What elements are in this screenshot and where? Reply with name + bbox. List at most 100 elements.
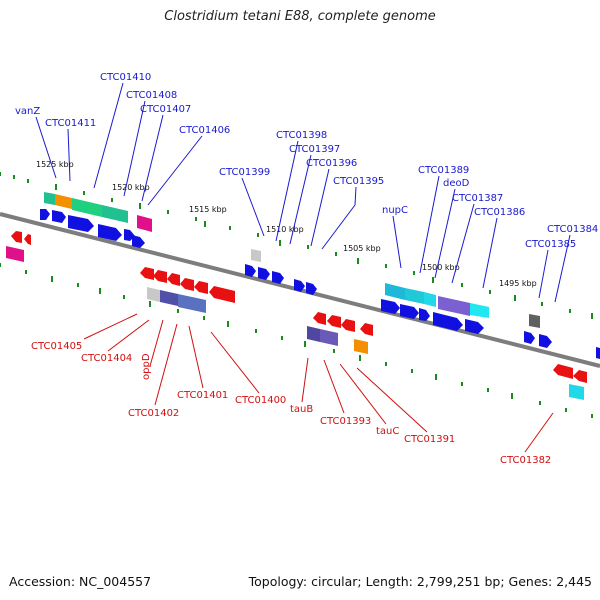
- upper-feature-boxes: [44, 192, 540, 328]
- gene-arrow: [153, 270, 167, 283]
- feature-box: [178, 294, 206, 313]
- gene-arrow: [400, 304, 419, 319]
- leader-line: [323, 359, 345, 414]
- gene-arrow: [294, 279, 305, 292]
- gene-arrow: [313, 312, 326, 325]
- lower-feature-boxes: [6, 246, 584, 400]
- feature-box: [72, 198, 102, 217]
- scale-label: 1510 kbp: [266, 225, 304, 234]
- gene-label-CTC01382: CTC01382: [500, 455, 551, 466]
- gene-label-CTC01399: CTC01399: [219, 167, 270, 178]
- gene-arrow: [573, 370, 587, 383]
- gene-label-CTC01401: CTC01401: [177, 390, 228, 401]
- gene-label-CTC01391: CTC01391: [404, 434, 455, 445]
- gene-arrow: [52, 210, 66, 223]
- genome-summary: Topology: circular; Length: 2,799,251 bp…: [248, 574, 592, 589]
- feature-box: [320, 329, 338, 346]
- gene-arrow: [524, 331, 535, 344]
- gene-label-CTC01393: CTC01393: [320, 416, 371, 427]
- scale-label: 1495 kbp: [499, 279, 537, 288]
- feature-box: [529, 314, 540, 328]
- gene-arrow: [98, 224, 122, 241]
- gene-label-CTC01408: CTC01408: [126, 90, 177, 101]
- leader-line: [275, 140, 299, 242]
- leader-line: [524, 412, 554, 453]
- upper-scale-ticks: [0, 172, 593, 319]
- gene-label-CTC01404: CTC01404: [81, 353, 132, 364]
- gene-arrow: [381, 299, 400, 314]
- feature-box: [405, 288, 424, 304]
- scale-label: 1515 kbp: [189, 205, 227, 214]
- leader-line: [154, 323, 178, 406]
- gene-label-tauB: tauB: [290, 404, 313, 415]
- feature-box: [307, 326, 320, 342]
- gene-label-CTC01402: CTC01402: [128, 408, 179, 419]
- gene-label-CTC01407: CTC01407: [140, 104, 191, 115]
- leader-line: [93, 82, 124, 189]
- feature-box: [354, 339, 368, 354]
- feature-box: [55, 194, 72, 209]
- lower-gene-labels: CTC01405 CTC01404 oppD CTC01402 CTC01401…: [31, 341, 551, 466]
- feature-box: [251, 249, 261, 262]
- gene-label-CTC01384: CTC01384: [547, 224, 598, 235]
- scale-label: 1505 kbp: [343, 244, 381, 253]
- page-title: Clostridium tetani E88, complete genome: [164, 9, 436, 24]
- gene-label-CTC01395: CTC01395: [333, 176, 384, 187]
- leader-line: [141, 114, 164, 202]
- gene-arrow: [132, 235, 145, 248]
- gene-label-CTC01405: CTC01405: [31, 341, 82, 352]
- feature-box: [137, 215, 152, 232]
- leader-line: [210, 331, 260, 394]
- leader-line: [83, 313, 138, 340]
- gene-label-CTC01389: CTC01389: [418, 165, 469, 176]
- gene-label-CTC01387: CTC01387: [452, 193, 503, 204]
- gene-label-CTC01398: CTC01398: [276, 130, 327, 141]
- feature-box: [44, 192, 55, 205]
- accession-label: Accession: NC_004557: [9, 574, 152, 589]
- gene-arrow: [11, 231, 22, 243]
- gene-arrow: [140, 267, 154, 280]
- leader-line: [35, 116, 57, 179]
- gene-label-tauC: tauC: [376, 426, 399, 437]
- gene-label-CTC01406: CTC01406: [179, 125, 230, 136]
- leader-line: [241, 177, 265, 237]
- leader-line: [354, 186, 357, 206]
- leader-line: [339, 363, 387, 425]
- reverse-gene-arrows: [11, 231, 587, 383]
- lower-leader-lines: [83, 313, 554, 453]
- leader-line: [434, 188, 456, 279]
- gene-arrow: [341, 319, 355, 332]
- scale-label: 1520 kbp: [112, 183, 150, 192]
- scale-label: 1525 kbp: [36, 160, 74, 169]
- gene-label-nupC: nupC: [382, 205, 408, 216]
- feature-box: [6, 246, 24, 262]
- leader-line: [482, 217, 498, 289]
- gene-label-CTC01386: CTC01386: [474, 207, 525, 218]
- gene-arrow: [209, 286, 235, 303]
- leader-line: [356, 367, 428, 433]
- gene-arrow: [180, 278, 194, 291]
- leader-line: [147, 135, 203, 206]
- gene-arrow: [40, 209, 50, 220]
- feature-box: [102, 205, 128, 223]
- gene-arrow: [245, 264, 256, 277]
- leader-line: [188, 325, 204, 389]
- gene-label-CTC01397: CTC01397: [289, 144, 340, 155]
- gene-arrow: [419, 308, 430, 321]
- gene-arrow: [596, 347, 600, 359]
- gene-arrow: [306, 282, 317, 295]
- leader-line: [321, 204, 356, 250]
- leader-line: [301, 357, 309, 403]
- upper-gene-labels: vanZ CTC01411 CTC01410 CTC01408 CTC01407…: [15, 72, 598, 250]
- gene-label-CTC01410: CTC01410: [100, 72, 151, 83]
- leader-line: [289, 154, 312, 245]
- gene-label-CTC01400: CTC01400: [235, 395, 286, 406]
- gene-arrow: [24, 234, 31, 245]
- forward-gene-arrows: [40, 209, 600, 359]
- gene-label-CTC01411: CTC01411: [45, 118, 96, 129]
- gene-arrow: [194, 281, 208, 294]
- leader-line: [451, 203, 475, 284]
- feature-box: [470, 303, 489, 318]
